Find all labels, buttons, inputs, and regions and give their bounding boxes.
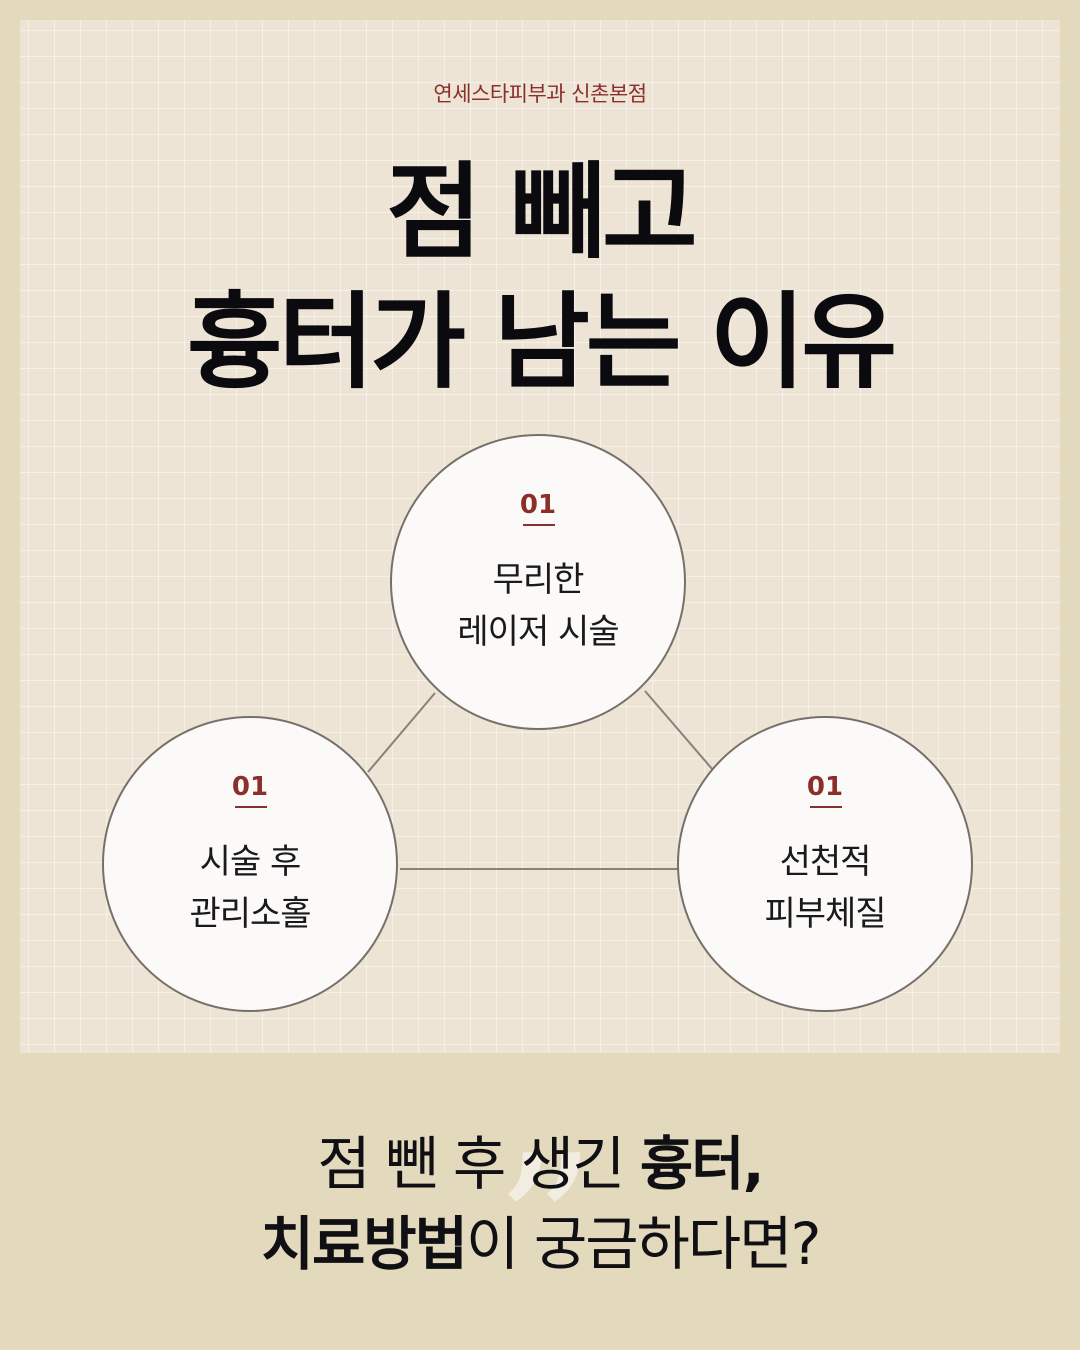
number-underline (523, 524, 555, 526)
bottom-line-2-normal: 이 궁금하다면? (466, 1210, 821, 1278)
bottom-line-1-bold: 흉터, (639, 1130, 765, 1198)
number-underline (810, 806, 842, 808)
reason-number: 01 (519, 490, 557, 520)
reason-label-line-2: 관리소홀 (189, 894, 311, 934)
reason-label-line-2: 레이저 시술 (457, 612, 619, 652)
reason-number: 01 (231, 772, 269, 802)
reason-number: 01 (806, 772, 844, 802)
reason-label: 시술 후 관리소홀 (104, 836, 396, 940)
headline-line-2: 흉터가 남는 이유 (186, 281, 897, 403)
connector-top-right (644, 690, 714, 771)
bottom-line-1: 점 뺀 후 생긴 흉터, (0, 1135, 1080, 1193)
reason-label-line-2: 피부체질 (764, 894, 886, 934)
reason-label-line-1: 시술 후 (199, 842, 302, 882)
bottom-line-1-normal: 점 뺀 후 생긴 (317, 1130, 640, 1198)
reason-label: 선천적 피부체질 (679, 836, 971, 940)
bottom-line-2-bold: 치료방법 (260, 1210, 468, 1278)
reason-circle-left: 01 시술 후 관리소홀 (102, 716, 398, 1012)
connector-lines (367, 690, 714, 870)
reason-label-line-1: 무리한 (492, 560, 585, 600)
reason-circle-top: 01 무리한 레이저 시술 (390, 434, 686, 730)
reason-label-line-1: 선천적 (779, 842, 872, 882)
main-panel: 연세스타피부과 신촌본점 점 빼고 흉터가 남는 이유 01 무리한 레이저 시… (20, 20, 1060, 1053)
headline-line-1: 점 빼고 (386, 151, 697, 273)
quote-mark-icon: ” (494, 1113, 597, 1346)
bottom-line-2: 치료방법이 궁금하다면? (0, 1215, 1080, 1273)
number-underline (235, 806, 267, 808)
reason-label: 무리한 레이저 시술 (392, 554, 684, 658)
clinic-name: 연세스타피부과 신촌본점 (433, 82, 647, 106)
reason-circle-right: 01 선천적 피부체질 (677, 716, 973, 1012)
connector-top-left (367, 692, 436, 773)
